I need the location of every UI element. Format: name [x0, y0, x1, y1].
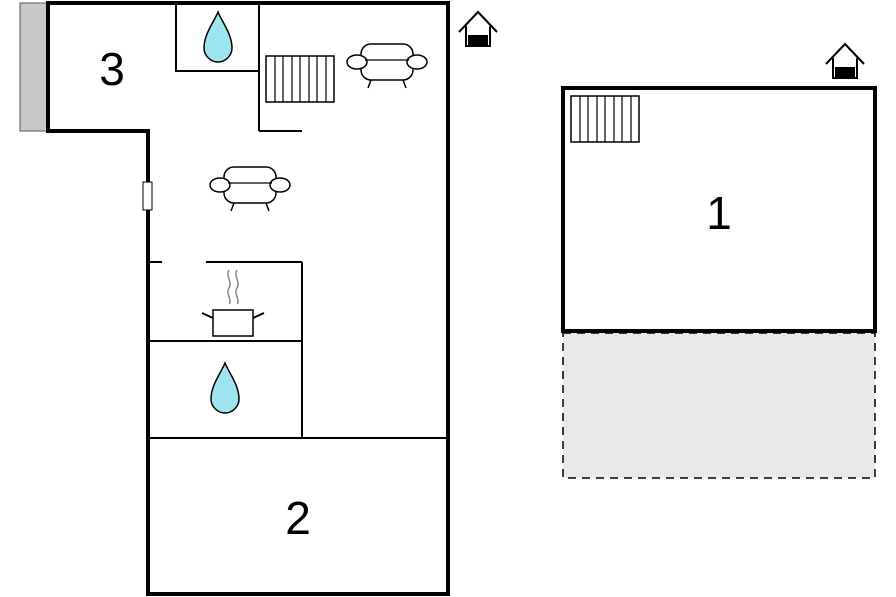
sofa-icon — [209, 166, 291, 212]
entrance-house-icon — [458, 10, 498, 47]
room1-outline — [561, 86, 877, 333]
window — [142, 181, 153, 211]
sofa-icon — [346, 43, 428, 89]
main-building-outline — [46, 1, 450, 596]
cooking-pot-icon — [201, 269, 265, 337]
entrance-house-icon — [825, 42, 865, 79]
water-drop-icon — [210, 360, 240, 414]
balcony-strip — [19, 2, 49, 132]
water-drop-icon — [203, 9, 233, 63]
room-number-3: 3 — [99, 43, 125, 95]
room-number-2: 2 — [285, 492, 311, 544]
bathroom-top-box — [175, 2, 260, 72]
room-number-1: 1 — [706, 187, 732, 239]
radiator-icon — [570, 95, 640, 143]
terrace — [562, 332, 876, 479]
radiator-icon — [265, 55, 335, 103]
